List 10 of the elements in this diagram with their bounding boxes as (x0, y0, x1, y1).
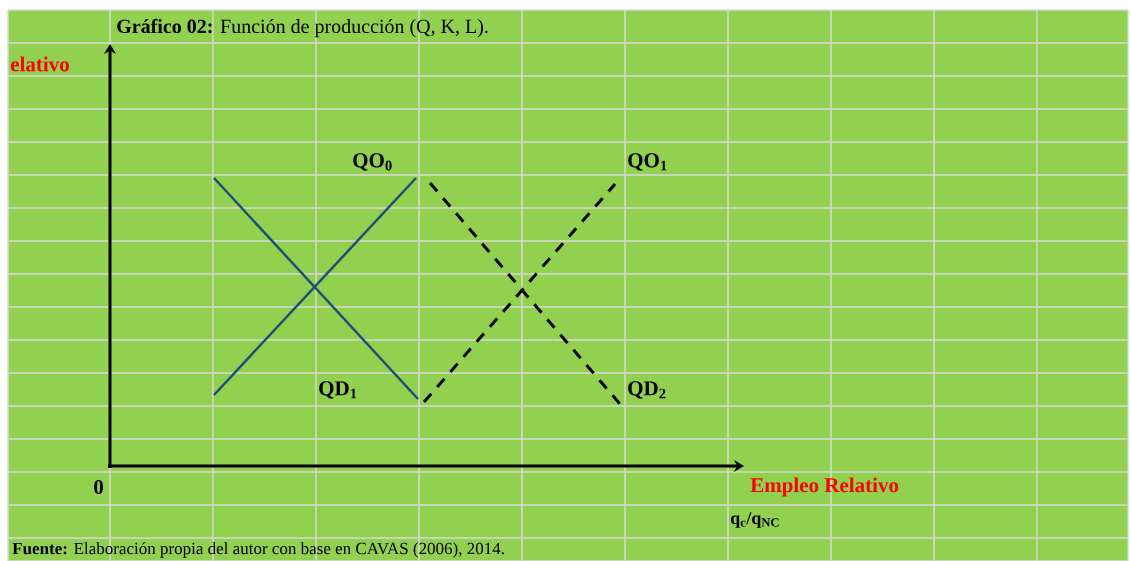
axis-label: q$_{c}$/q$_{NC}$ (730, 512, 779, 528)
origin-label: 0 (94, 479, 103, 495)
axis-label: elativo (10, 56, 69, 72)
curve-label: QD$_{1}$ (319, 381, 357, 399)
axis-label: Empleo Relativo (750, 477, 899, 497)
source-note: Fuente: Elaboración propia del autor con base en CAVAS (2006), 2014. (12, 542, 504, 558)
curve-label: QD$_{2}$ (628, 381, 666, 399)
curve-label: QO$_{1}$ (628, 153, 667, 171)
chart-title: Gráfico 02: Función de producción (Q, K, L). (117, 18, 488, 38)
curve-label: QO$_{0}$ (353, 153, 392, 171)
